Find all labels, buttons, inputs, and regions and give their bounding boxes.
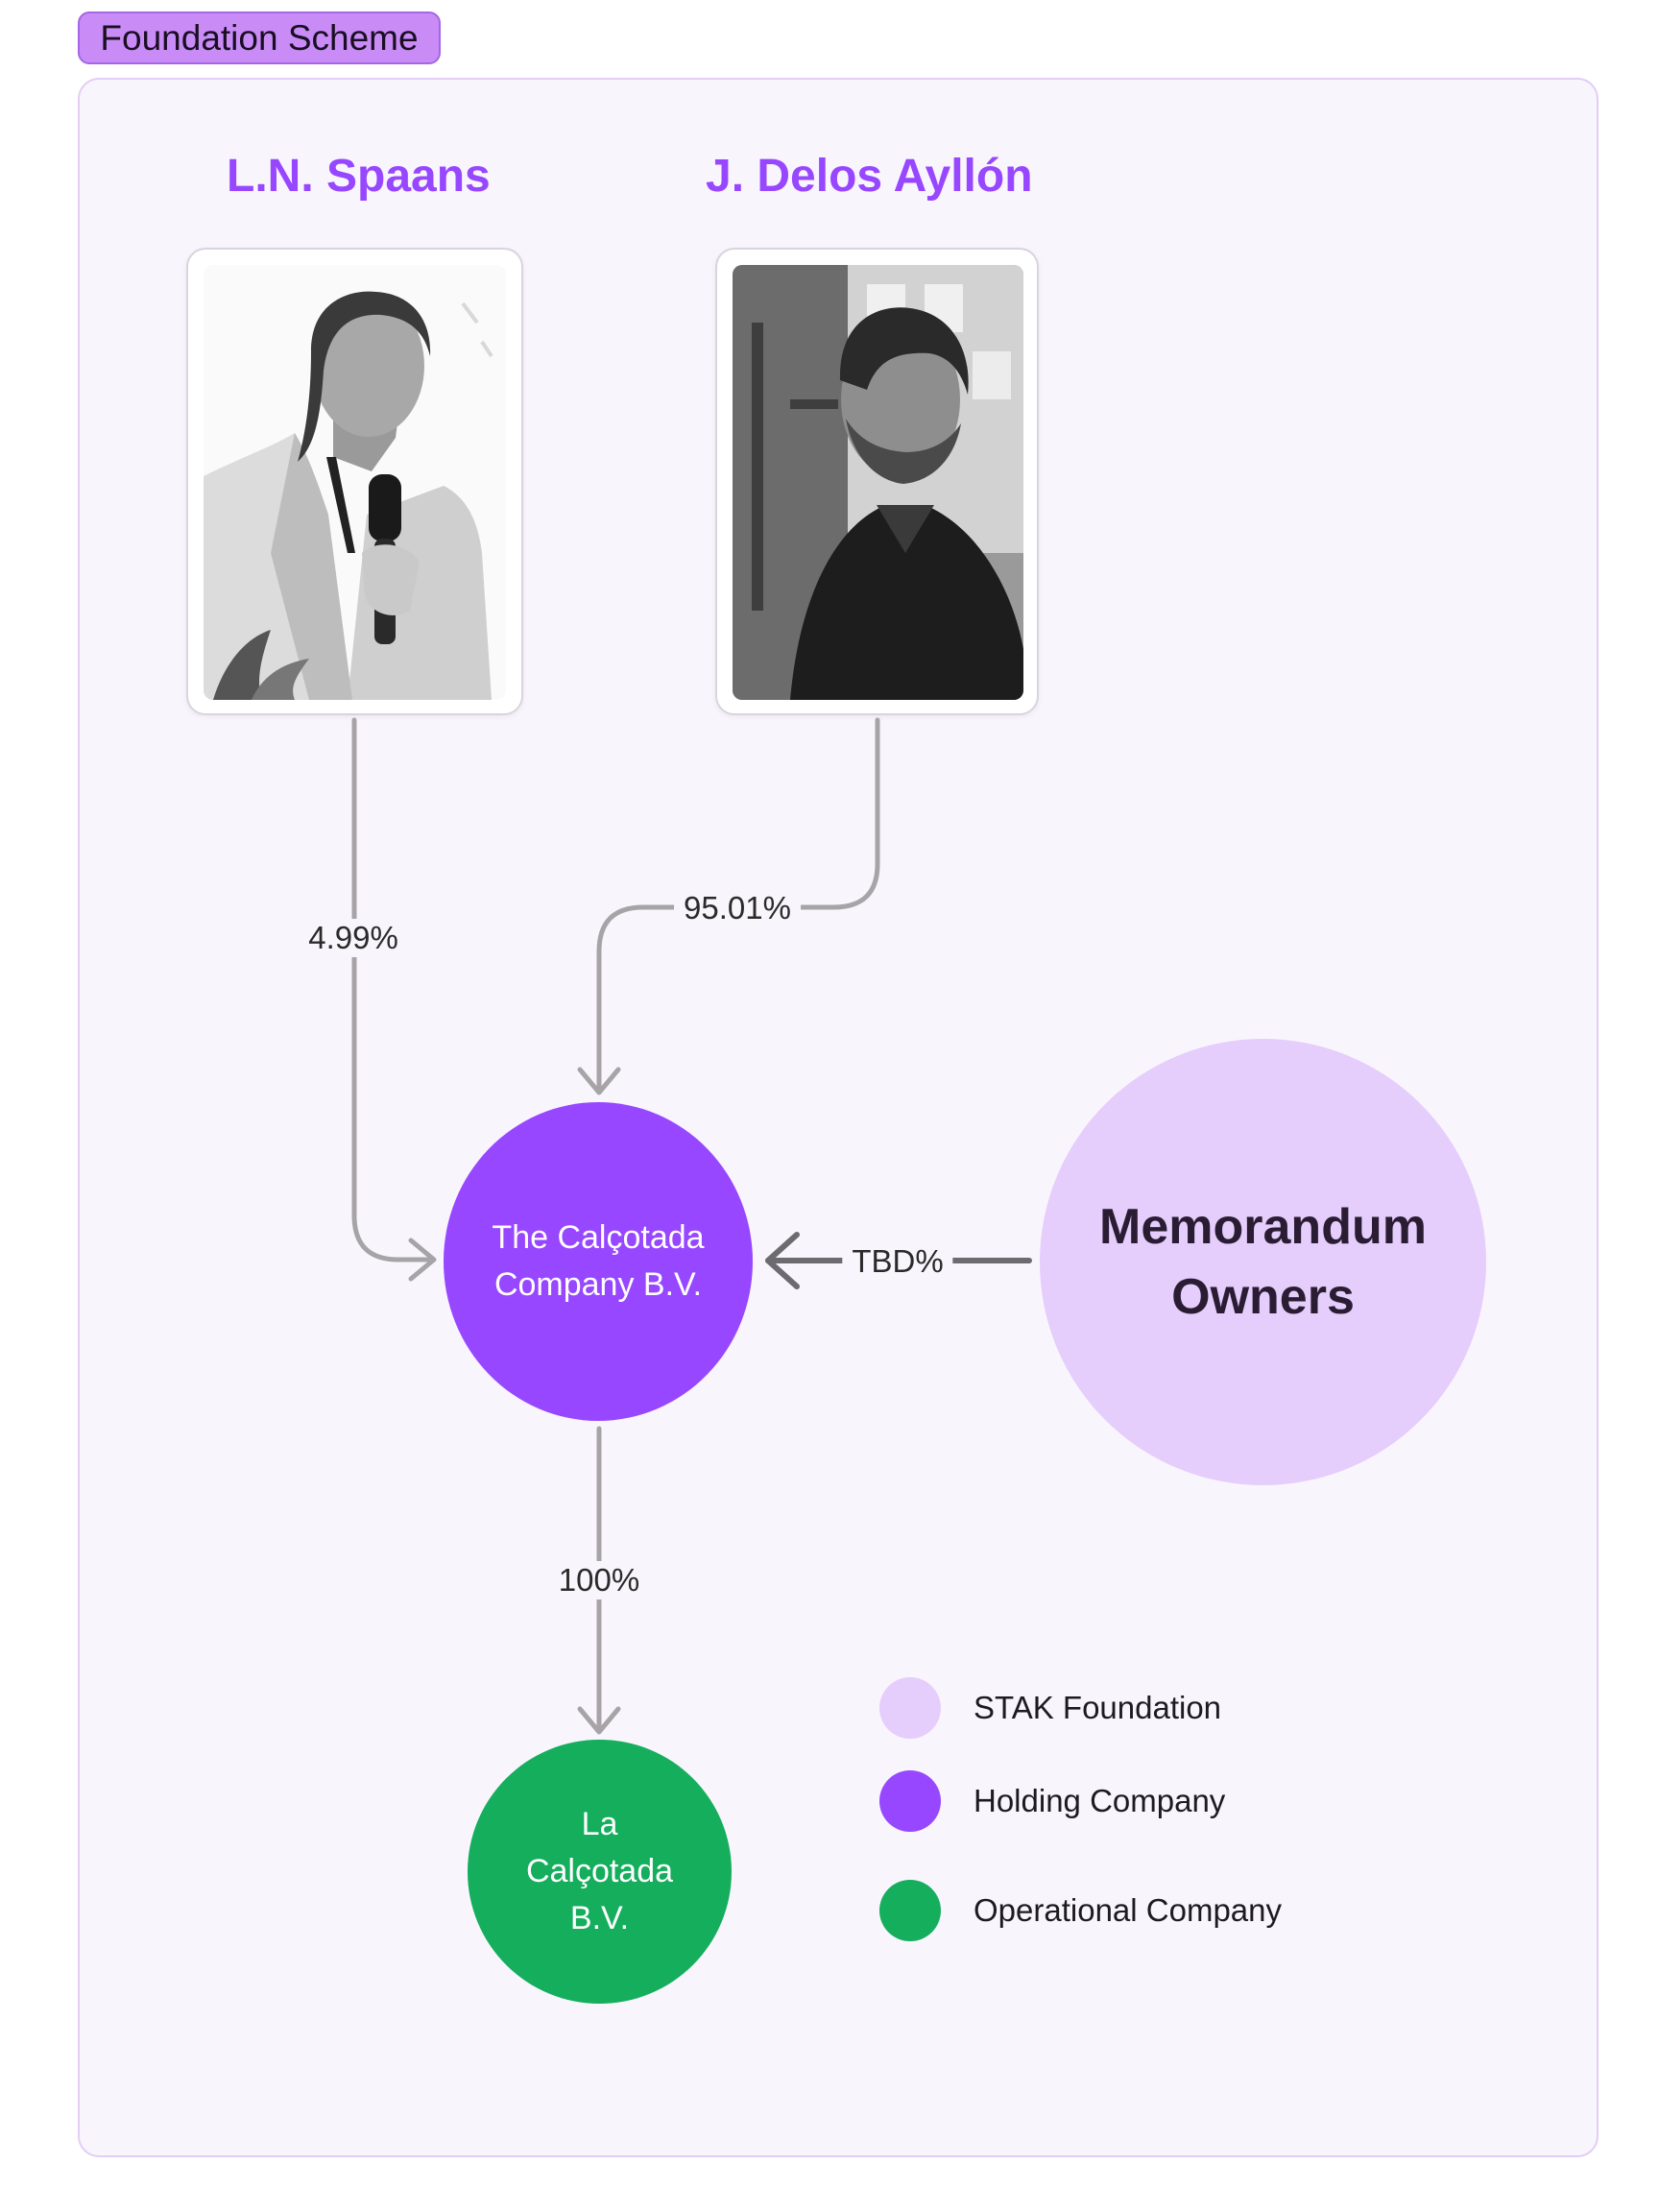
holding-company-node[interactable]: The Calçotada Company B.V. [444, 1102, 753, 1421]
person-name-spaans: L.N. Spaans [227, 151, 491, 202]
holding-name-line2: Company B.V. [493, 1266, 703, 1303]
edge-spaans-to-holding [351, 717, 433, 1262]
share-label-spaans: 4.99% [299, 919, 408, 957]
person-name-ayllon: J. Delos Ayllón [706, 151, 1033, 202]
legend-label-operational: Operational Company [974, 1892, 1283, 1928]
arrowhead-operational [577, 1706, 621, 1735]
holding-name-line1: The Calçotada [492, 1219, 705, 1256]
legend-label-holding: Holding Company [974, 1783, 1226, 1818]
stak-name-line2: Owners [1171, 1268, 1355, 1325]
operational-name-line1: La [581, 1806, 618, 1842]
woman-speaking-photo-icon [204, 265, 506, 700]
legend-dot-operational [879, 1880, 941, 1941]
person-card-ayllon[interactable] [715, 248, 1039, 715]
operational-name-line2: Calçotada [525, 1853, 674, 1889]
arrowhead-spaans [408, 1238, 437, 1282]
legend-item-operational: Operational Company [879, 1880, 1282, 1941]
legend-dot-stak [879, 1677, 941, 1739]
arrowhead-ayllon [577, 1067, 621, 1095]
stak-foundation-node[interactable]: Memorandum Owners [1040, 1039, 1486, 1485]
man-portrait-photo-icon [733, 265, 1023, 700]
arrowhead-owners [765, 1232, 800, 1289]
legend-item-holding: Holding Company [879, 1770, 1225, 1832]
foundation-scheme-tag: Foundation Scheme [78, 12, 441, 64]
legend-dot-holding [879, 1770, 941, 1832]
share-label-ayllon: 95.01% [674, 889, 801, 927]
share-label-owners: TBD% [842, 1242, 953, 1281]
operational-company-node[interactable]: La Calçotada B.V. [468, 1740, 732, 2004]
person-card-spaans[interactable] [186, 248, 523, 715]
stak-name-line1: Memorandum [1099, 1198, 1427, 1255]
legend-label-stak: STAK Foundation [974, 1690, 1222, 1725]
legend-item-stak: STAK Foundation [879, 1677, 1221, 1739]
share-label-subsidiary: 100% [548, 1561, 650, 1599]
operational-name-line3: B.V. [569, 1900, 630, 1936]
